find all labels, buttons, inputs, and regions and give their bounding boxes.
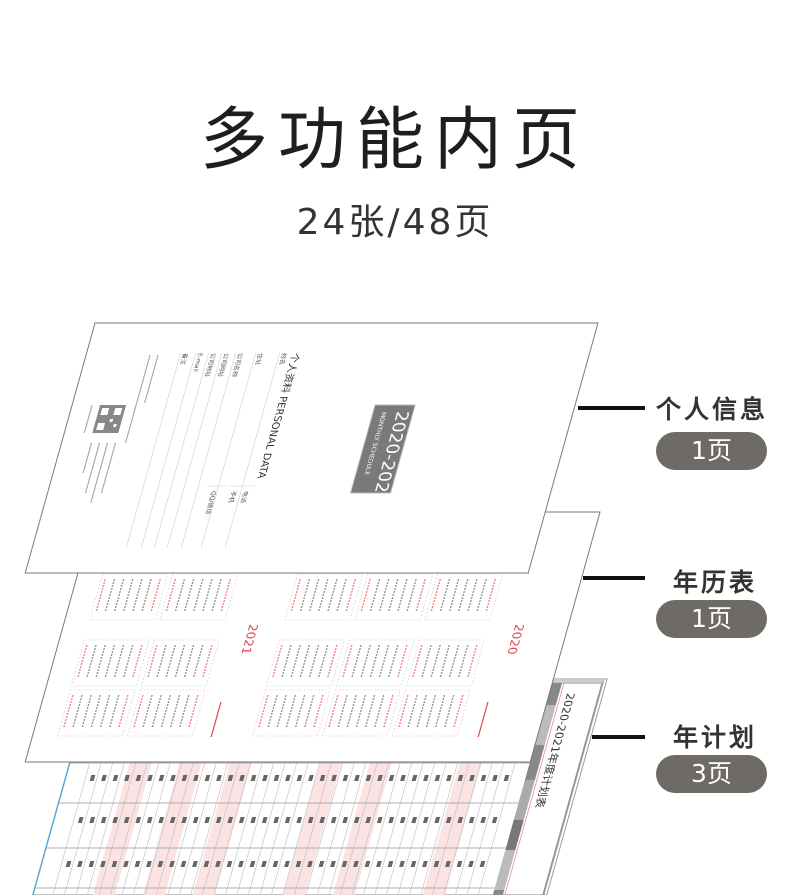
month-calendar — [141, 639, 220, 687]
field-line — [180, 353, 236, 548]
month-calendar — [406, 639, 485, 687]
month-calendar — [266, 639, 345, 687]
field-line — [140, 353, 196, 548]
page-subtitle: 24张/48页 — [296, 202, 494, 243]
month-header-block — [492, 890, 505, 895]
month-calendar — [322, 689, 401, 737]
month-calendar — [284, 573, 364, 621]
field-line — [125, 353, 181, 548]
personal-info-sheet: 个人资料 PERSONAL DATA 姓名住址公司名称公司网址公司地址E-mai… — [24, 322, 599, 574]
qr-code-icon — [92, 405, 127, 433]
connector-line — [592, 735, 645, 739]
field-line — [153, 353, 209, 548]
field-mobile: 手机 — [227, 491, 238, 503]
month-calendar — [336, 639, 415, 687]
personal-field-label: 备注 — [178, 353, 189, 365]
month-calendar — [252, 689, 331, 737]
month-header-block — [494, 850, 516, 890]
connector-line — [578, 406, 645, 410]
field-line — [224, 353, 280, 548]
month-calendar — [57, 689, 136, 737]
page-count-badge-personal-info: 1页 — [656, 432, 767, 470]
calendar-sheet: 2021 2020 — [24, 507, 601, 763]
personal-field-label: 姓名 — [277, 353, 288, 365]
month-header-block — [513, 780, 535, 820]
month-calendar — [71, 639, 150, 687]
page-count-badge-year-plan: 3页 — [656, 755, 767, 793]
month-calendar — [392, 689, 471, 737]
personal-field-label: 住址 — [253, 353, 264, 365]
page-count-badge-calendar: 1页 — [656, 600, 767, 638]
month-header-block — [545, 683, 562, 705]
page-title: 多功能内页 — [199, 101, 590, 180]
month-header-block — [505, 820, 524, 850]
month-calendar — [127, 689, 206, 737]
section-label-personal-info: 个人信息 — [655, 395, 768, 424]
month-calendar — [89, 573, 169, 621]
cover-year-box — [349, 404, 416, 494]
month-calendar — [159, 573, 239, 621]
section-label-calendar: 年历表 — [672, 568, 757, 597]
field-line — [200, 353, 256, 548]
field-phone: 电话 — [239, 491, 250, 503]
month-header-block — [524, 745, 545, 780]
section-label-year-plan: 年计划 — [672, 723, 757, 752]
month-calendar — [424, 573, 504, 621]
month-header-block — [534, 705, 556, 745]
connector-line — [583, 576, 645, 580]
field-line — [166, 353, 222, 548]
month-calendar — [354, 573, 434, 621]
